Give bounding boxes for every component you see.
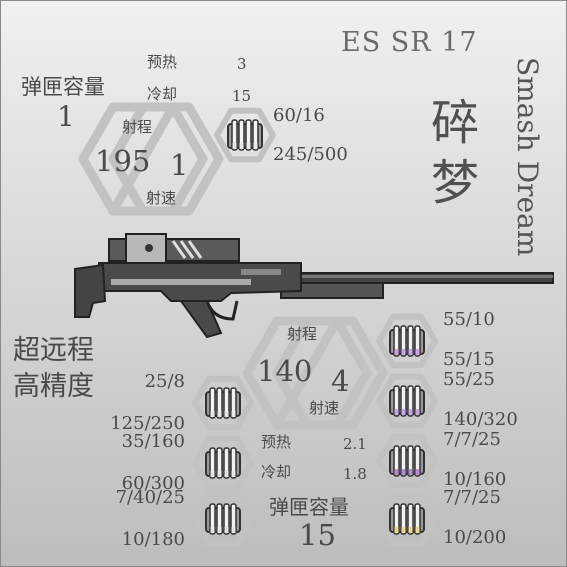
upg-rate-label: 射速 xyxy=(309,399,340,417)
upg-cooldown-label: 冷却 xyxy=(261,463,292,481)
weapon-code: ES SR 17 xyxy=(341,27,478,58)
ammo-box-icon xyxy=(192,491,254,547)
ammo-slot-base-icon xyxy=(214,107,276,163)
ammo-right-bottom-value: 55/15 xyxy=(443,349,495,370)
weapon-name-cn-2: 梦 xyxy=(431,155,480,211)
weapon-name-en: Smash Dream xyxy=(511,57,544,257)
base-ammo-top: 60/16 xyxy=(273,105,325,126)
ammo-right-top-value: 7/7/25 xyxy=(443,487,501,508)
ammo-left-bottom-value: 10/180 xyxy=(121,529,185,550)
ammo-right-bottom-value: 10/160 xyxy=(443,469,507,490)
ammo-left-bottom-value: 60/300 xyxy=(121,473,185,494)
base-magazine-label: 弹匣容量 xyxy=(21,75,105,99)
upg-preheat-value: 2.1 xyxy=(343,435,367,453)
ammo-box-icon xyxy=(192,435,254,491)
upg-range-value: 140 xyxy=(257,354,313,388)
ammo-right-top-value: 55/25 xyxy=(443,369,495,390)
ammo-box-icon xyxy=(376,373,438,429)
upg-magazine-label: 弹匣容量 xyxy=(269,495,349,519)
tag-long-range: 超远程 xyxy=(13,335,94,366)
ammo-box-icon xyxy=(376,433,438,489)
upg-rate-value: 4 xyxy=(331,364,350,398)
upg-magazine-value: 15 xyxy=(299,518,336,552)
base-cooldown-label: 冷却 xyxy=(147,85,178,103)
ammo-left-bottom-value: 125/250 xyxy=(110,413,185,434)
upg-preheat-label: 预热 xyxy=(261,433,292,451)
ammo-box-icon xyxy=(192,375,254,431)
tag-high-precision: 高精度 xyxy=(13,371,94,402)
base-rate-label: 射速 xyxy=(146,189,177,207)
base-preheat-value: 3 xyxy=(237,55,247,73)
ammo-right-bottom-value: 10/200 xyxy=(443,527,507,548)
ammo-box-icon xyxy=(376,313,438,369)
ammo-right-bottom-value: 140/320 xyxy=(443,409,518,430)
base-preheat-label: 预热 xyxy=(147,53,178,71)
base-range-label: 射程 xyxy=(122,118,153,136)
base-ammo-bottom: 245/500 xyxy=(273,144,348,165)
upg-cooldown-value: 1.8 xyxy=(343,465,367,483)
ammo-right-top-value: 55/10 xyxy=(443,309,495,330)
base-cooldown-value: 15 xyxy=(232,87,252,105)
base-magazine-value: 1 xyxy=(57,100,75,133)
ammo-left-top-value: 25/8 xyxy=(144,371,185,392)
ammo-left-top-value: 35/160 xyxy=(121,431,185,452)
ammo-right-top-value: 7/7/25 xyxy=(443,429,501,450)
weapon-name-cn-1: 碎 xyxy=(431,95,480,151)
ammo-box-icon xyxy=(376,491,438,547)
base-rate-value: 1 xyxy=(170,148,189,182)
base-range-value: 195 xyxy=(95,144,151,178)
ammo-left-top-value: 7/40/25 xyxy=(115,487,185,508)
upg-range-label: 射程 xyxy=(287,325,318,343)
